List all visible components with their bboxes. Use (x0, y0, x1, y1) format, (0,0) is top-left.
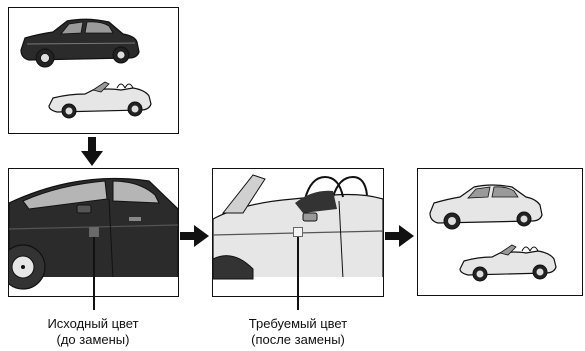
original-color-swatch (89, 227, 99, 237)
target-color-pointer (297, 237, 299, 310)
original-color-label: Исходный цвет (до замены) (30, 316, 156, 348)
light-convertible-icon (48, 81, 152, 119)
arrow-down-icon (81, 137, 103, 166)
cars-before-icon (20, 18, 152, 119)
light-sedan-icon (429, 184, 543, 230)
dark-sedan-icon (20, 18, 140, 68)
target-color-label-line2: (после замены) (251, 332, 345, 347)
target-color-swatch (293, 227, 303, 237)
arrow-right-icon (180, 225, 209, 247)
after-image-frame (417, 168, 583, 296)
target-color-label-line1: Требуемый цвет (248, 316, 348, 331)
before-image-frame (8, 7, 179, 134)
original-color-label-line1: Исходный цвет (47, 316, 139, 331)
arrow-right-icon (385, 225, 414, 247)
original-color-pointer (93, 237, 95, 310)
cars-after-icon (429, 184, 557, 282)
original-color-label-line2: (до замены) (56, 332, 130, 347)
light-convertible-icon (459, 244, 557, 282)
target-color-label: Требуемый цвет (после замены) (230, 316, 366, 348)
